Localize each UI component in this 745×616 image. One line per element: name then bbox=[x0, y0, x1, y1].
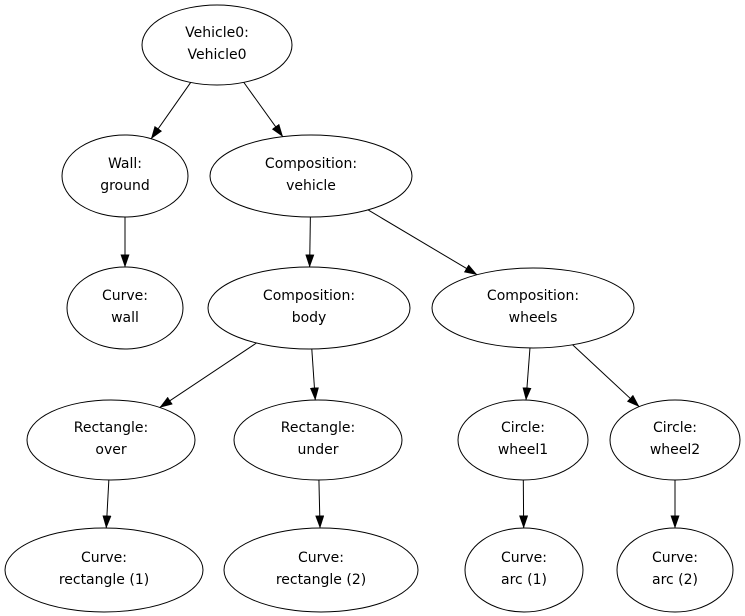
graph-node-curve-wall: Curve: wall bbox=[66, 266, 184, 350]
node-label-line2: under bbox=[297, 442, 338, 458]
graph-node-wall-ground: Wall: ground bbox=[61, 134, 189, 218]
node-label-line1: Rectangle: bbox=[74, 420, 148, 436]
graph-node-composition-body: Composition: body bbox=[207, 266, 411, 350]
edge-rectangle-over-to-curve-rectangle-1 bbox=[102, 479, 112, 529]
graph-node-curve-arc-2: Curve: arc (2) bbox=[616, 527, 734, 613]
edge-vehicle0-to-wall-ground bbox=[150, 82, 192, 140]
graph-node-vehicle0: Vehicle0: Vehicle0 bbox=[141, 4, 293, 86]
graph-node-circle-wheel2: Circle: wheel2 bbox=[609, 399, 741, 481]
node-ellipse bbox=[141, 4, 293, 86]
graph-node-curve-arc-1: Curve: arc (1) bbox=[464, 527, 584, 613]
node-ellipse bbox=[223, 527, 419, 613]
graph-node-circle-wheel1: Circle: wheel1 bbox=[457, 399, 589, 481]
node-label-line2: arc (1) bbox=[501, 572, 547, 588]
node-label-line1: Curve: bbox=[501, 550, 547, 566]
edge-layer bbox=[102, 82, 680, 529]
node-label-line2: wall bbox=[111, 310, 139, 326]
node-ellipse bbox=[431, 267, 635, 349]
edge-composition-body-to-rectangle-under bbox=[309, 348, 319, 401]
graph-node-composition-wheels: Composition: wheels bbox=[431, 267, 635, 349]
node-label-line1: Curve: bbox=[298, 550, 344, 566]
node-label-line2: wheels bbox=[509, 310, 558, 326]
edge-composition-wheels-to-circle-wheel1 bbox=[522, 347, 532, 401]
node-label-line2: arc (2) bbox=[652, 572, 698, 588]
node-label-line1: Composition: bbox=[263, 288, 355, 304]
node-label-line2: rectangle (1) bbox=[59, 572, 149, 588]
node-ellipse bbox=[233, 399, 403, 481]
node-label-line1: Curve: bbox=[102, 288, 148, 304]
node-layer: Vehicle0:Vehicle0Wall:groundComposition:… bbox=[4, 4, 741, 613]
node-ellipse bbox=[207, 266, 411, 350]
node-label-line1: Composition: bbox=[487, 288, 579, 304]
node-ellipse bbox=[616, 527, 734, 613]
node-label-line1: Circle: bbox=[653, 420, 697, 436]
node-ellipse bbox=[209, 134, 413, 218]
node-ellipse bbox=[26, 399, 196, 481]
node-ellipse bbox=[61, 134, 189, 218]
node-label-line2: wheel2 bbox=[650, 442, 700, 458]
node-ellipse bbox=[4, 527, 204, 613]
node-label-line1: Circle: bbox=[501, 420, 545, 436]
node-label-line2: body bbox=[292, 310, 327, 326]
node-label-line1: Composition: bbox=[265, 156, 357, 172]
edge-rectangle-under-to-curve-rectangle-2 bbox=[315, 479, 325, 529]
graph-node-curve-rectangle-1: Curve: rectangle (1) bbox=[4, 527, 204, 613]
node-label-line2: ground bbox=[100, 178, 150, 194]
graph-node-rectangle-under: Rectangle: under bbox=[233, 399, 403, 481]
node-label-line1: Curve: bbox=[652, 550, 698, 566]
node-ellipse bbox=[464, 527, 584, 613]
node-label-line2: vehicle bbox=[286, 178, 336, 194]
graph-node-curve-rectangle-2: Curve: rectangle (2) bbox=[223, 527, 419, 613]
node-label-line1: Vehicle0: bbox=[185, 25, 249, 41]
node-label-line2: over bbox=[95, 442, 126, 458]
edge-composition-vehicle-to-composition-body bbox=[305, 216, 315, 268]
node-ellipse bbox=[609, 399, 741, 481]
node-label-line1: Curve: bbox=[81, 550, 127, 566]
edge-composition-wheels-to-circle-wheel2 bbox=[572, 344, 640, 408]
node-label-line2: wheel1 bbox=[498, 442, 548, 458]
edge-composition-vehicle-to-composition-wheels bbox=[367, 209, 478, 276]
graph-node-rectangle-over: Rectangle: over bbox=[26, 399, 196, 481]
graph-node-composition-vehicle: Composition: vehicle bbox=[209, 134, 413, 218]
node-label-line2: rectangle (2) bbox=[276, 572, 366, 588]
node-label-line1: Wall: bbox=[108, 156, 142, 172]
node-label-line2: Vehicle0 bbox=[188, 47, 247, 63]
node-label-line1: Rectangle: bbox=[281, 420, 355, 436]
edge-vehicle0-to-composition-vehicle bbox=[243, 82, 284, 138]
node-ellipse bbox=[66, 266, 184, 350]
node-ellipse bbox=[457, 399, 589, 481]
edge-composition-body-to-rectangle-over bbox=[159, 342, 257, 408]
